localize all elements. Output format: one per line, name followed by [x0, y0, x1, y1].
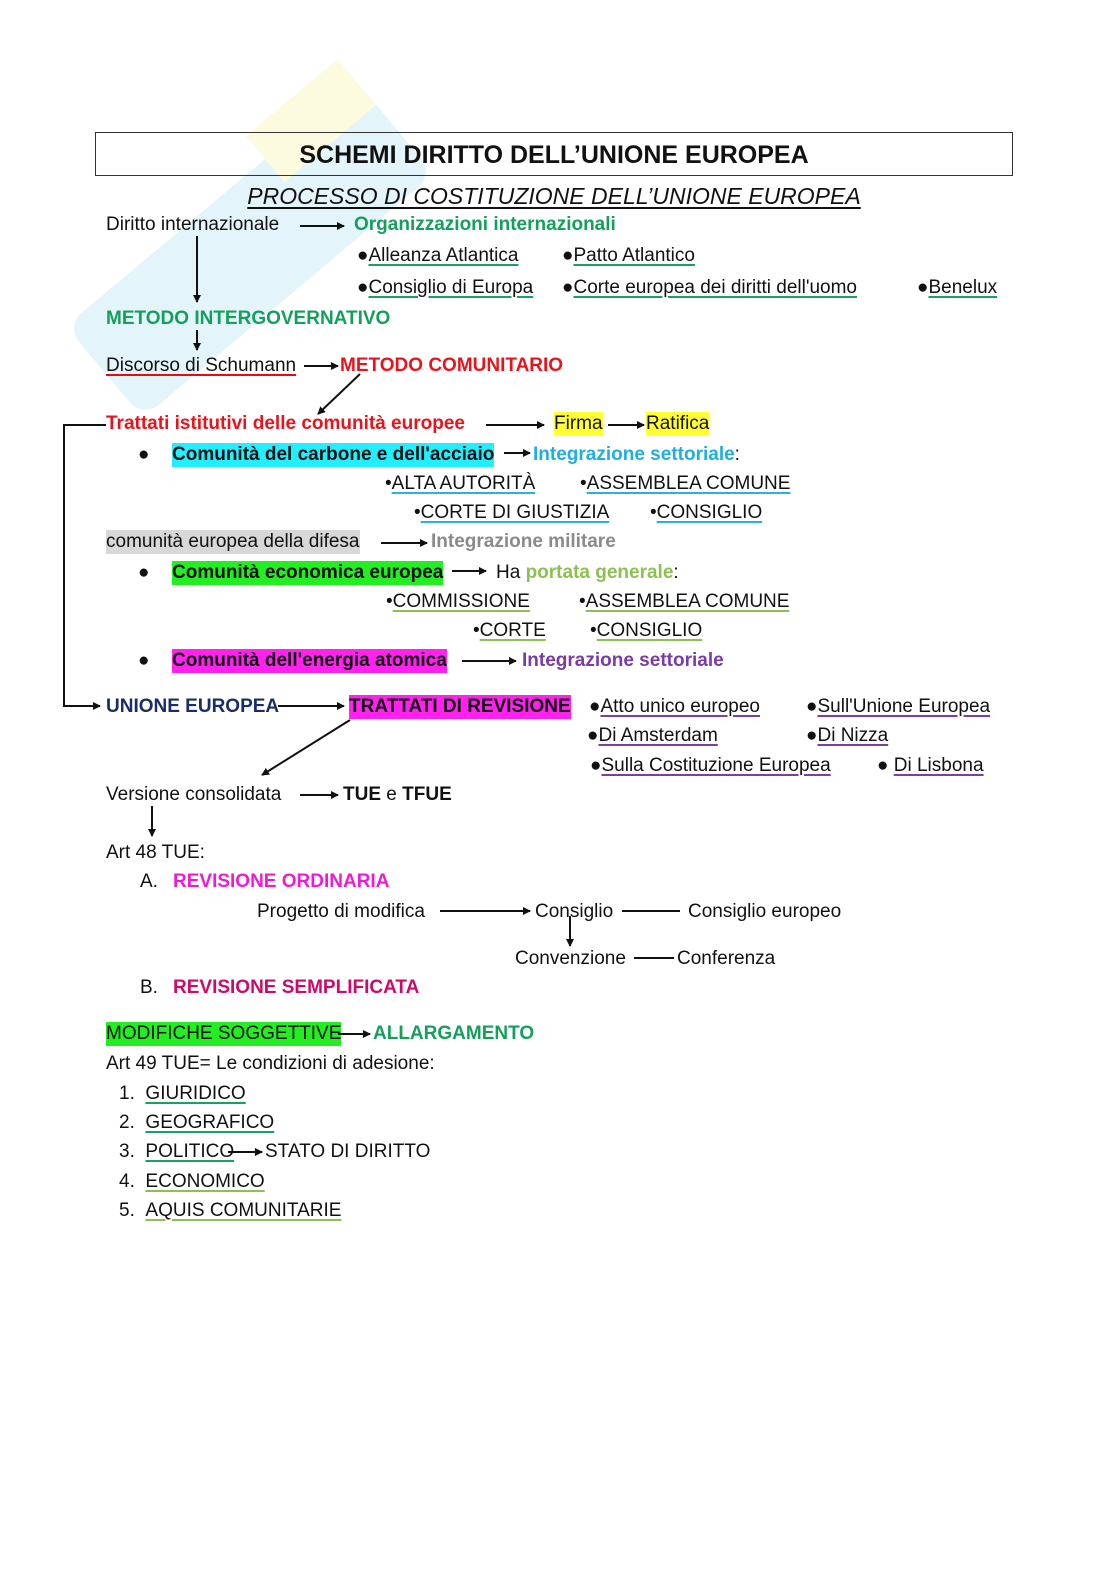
bullet-icon: ●	[138, 562, 150, 583]
allargamento: ALLARGAMENTO	[373, 1023, 535, 1044]
ratifica: Ratifica	[646, 412, 710, 436]
condition-item: 1. GIURIDICO	[119, 1083, 246, 1104]
watermark-logo	[74, 58, 426, 410]
diritto-internazionale: Diritto internazionale	[106, 214, 280, 235]
conferenza: Conferenza	[677, 948, 776, 969]
ceca-organ: •CORTE DI GIUSTIZIA	[414, 502, 610, 523]
org-item: ●Patto Atlantico	[562, 245, 695, 266]
cee-organ: •COMMISSIONE	[386, 591, 530, 612]
ceca-organ: •ALTA AUTORITÀ	[385, 473, 536, 494]
org-item: ●Benelux	[917, 277, 998, 298]
firma: Firma	[554, 412, 603, 436]
condition-item: 4. ECONOMICO	[119, 1171, 265, 1192]
treaty-item: ● Di Lisbona	[877, 755, 984, 776]
cee-organ: •CONSIGLIO	[590, 620, 703, 641]
treaty-item: ●Sull'Unione Europea	[806, 696, 991, 717]
bullet-icon: ●	[138, 650, 150, 671]
revisione-ordinaria: REVISIONE ORDINARIA	[173, 871, 390, 892]
bullet-icon: ●	[357, 277, 369, 298]
ceca-organ: •ASSEMBLEA COMUNE	[580, 473, 791, 494]
org-item: ●Alleanza Atlantica	[357, 245, 519, 266]
consiglio-europeo: Consiglio europeo	[688, 901, 842, 922]
comunita-economica-europea: Comunità economica europea	[172, 561, 444, 585]
euratom-result: Integrazione settoriale	[522, 650, 724, 671]
cee-organ: •ASSEMBLEA COMUNE	[579, 591, 790, 612]
trattati-revisione: TRATTATI DI REVISIONE	[349, 695, 571, 719]
org-item: ●Corte europea dei diritti dell'uomo	[562, 277, 857, 298]
org-item: ●Consiglio di Europa	[357, 277, 534, 298]
arrow	[63, 424, 106, 710]
consiglio: Consiglio	[535, 901, 614, 922]
discorso-schumann: Discorso di Schumann	[106, 355, 297, 376]
comunita-carbone-acciaio: Comunità del carbone e dell'acciaio	[172, 443, 495, 467]
list-marker-b: B.	[140, 977, 158, 998]
condition-item: 3. POLITICO	[119, 1141, 235, 1162]
versione-consolidata: Versione consolidata	[106, 784, 282, 805]
treaty-item: ●Di Amsterdam	[587, 725, 718, 746]
treaty-item: ●Atto unico europeo	[589, 696, 760, 717]
bullet-icon: ●	[917, 277, 929, 298]
progetto-modifica: Progetto di modifica	[257, 901, 425, 922]
bullet-icon: ●	[562, 277, 574, 298]
convenzione: Convenzione	[515, 948, 626, 969]
ceca-organ: •CONSIGLIO	[650, 502, 763, 523]
bullet-icon: ●	[562, 245, 574, 266]
tue-tfue: TUE e TFUE	[343, 784, 452, 805]
cee-organ: •CORTE	[473, 620, 546, 641]
art48-label: Art 48 TUE:	[106, 842, 205, 863]
integrazione-militare: Integrazione militare	[431, 531, 616, 552]
list-marker-a: A.	[140, 871, 158, 892]
treaty-item: ●Sulla Costituzione Europea	[590, 755, 831, 776]
cee-result: Ha portata generale:	[496, 562, 679, 583]
unione-europea: UNIONE EUROPEA	[106, 696, 280, 717]
metodo-intergovernativo: METODO INTERGOVERNATIVO	[106, 308, 391, 329]
document-subtitle: PROCESSO DI COSTITUZIONE DELL’UNIONE EUR…	[247, 183, 861, 209]
trattati-istitutivi: Trattati istitutivi delle comunità europ…	[106, 413, 465, 434]
stato-di-diritto: STATO DI DIRITTO	[265, 1141, 431, 1162]
modifiche-soggettive: MODIFICHE SOGGETTIVE	[106, 1022, 342, 1046]
metodo-comunitario: METODO COMUNITARIO	[340, 355, 564, 376]
document-title: SCHEMI DIRITTO DELL’UNIONE EUROPEA	[95, 132, 1013, 176]
treaty-item: ●Di Nizza	[806, 725, 889, 746]
comunita-difesa: comunità europea della difesa	[106, 530, 360, 554]
bullet-icon: ●	[138, 444, 150, 465]
condition-item: 2. GEOGRAFICO	[119, 1112, 275, 1133]
arrow	[261, 719, 351, 776]
organizzazioni-internazionali: Organizzazioni internazionali	[354, 214, 616, 235]
art49-label: Art 49 TUE= Le condizioni di adesione:	[106, 1053, 435, 1074]
revisione-semplificata: REVISIONE SEMPLIFICATA	[173, 977, 420, 998]
bullet-icon: ●	[357, 245, 369, 266]
condition-item: 5. AQUIS COMUNITARIE	[119, 1200, 342, 1221]
comunita-energia-atomica: Comunità dell'energia atomica	[172, 649, 447, 673]
ceca-result: Integrazione settoriale:	[533, 444, 740, 465]
